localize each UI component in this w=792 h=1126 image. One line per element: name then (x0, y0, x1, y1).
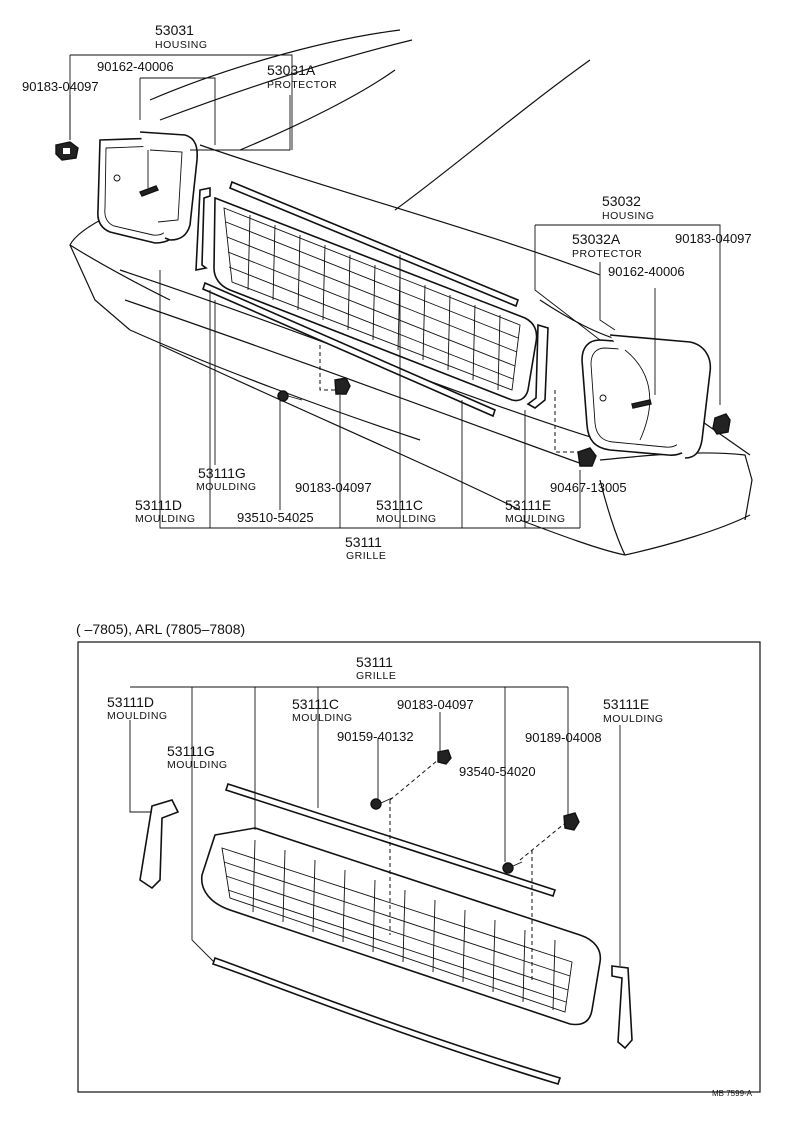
label-lower-grille-name: GRILLE (356, 670, 396, 682)
label-moulding-e-name: MOULDING (505, 513, 566, 525)
label-lower-grille-pn: 53111 (356, 654, 393, 670)
screw-icon (370, 797, 393, 810)
label-lower-moulding-d-pn: 53111D (107, 694, 154, 710)
label-housing-right-name: HOUSING (602, 210, 655, 222)
label-housing-left-name: HOUSING (155, 39, 208, 51)
nut-clip-icon (334, 377, 351, 395)
moulding-side-right-lower (611, 965, 633, 1050)
label-moulding-d-pn: 53111D (135, 497, 182, 513)
headlamp-housing-left (97, 131, 199, 244)
moulding-strip-top-lower (224, 782, 557, 898)
label-lower-moulding-e-name: MOULDING (603, 713, 664, 725)
leader-lines-lower (129, 686, 621, 980)
label-lower-moulding-e-pn: 53111E (603, 696, 649, 712)
label-lower-moulding-g-pn: 53111G (167, 743, 215, 759)
label-grille-pn: 53111 (345, 534, 382, 550)
moulding-strip-top (229, 180, 519, 308)
leader-lines-upper (69, 54, 721, 529)
label-housing-right-pn: 53032 (602, 193, 641, 209)
nut-clip-icon (55, 141, 79, 161)
label-lower-screw1-pn: 90159-40132 (337, 729, 414, 744)
label-nut-left-pn: 90183-04097 (22, 79, 99, 94)
nut-clip-icon (437, 749, 452, 765)
moulding-side-left (195, 187, 211, 271)
label-lower-moulding-c-name: MOULDING (292, 712, 353, 724)
label-lower-nut2-pn: 90189-04008 (525, 730, 602, 745)
label-grille-name: GRILLE (346, 550, 386, 562)
label-lower-moulding-c-pn: 53111C (292, 696, 339, 712)
moulding-strip-bottom-lower (211, 956, 562, 1085)
label-lower-screw2-pn: 93540-54020 (459, 764, 536, 779)
lower-section-caption: ( –7805), ARL (7805–7808) (76, 621, 245, 637)
nut-clip-icon (563, 812, 580, 831)
moulding-side-right (526, 323, 549, 409)
label-housing-left-pn: 53031 (155, 22, 194, 38)
label-protector-left-pn: 53031A (267, 62, 316, 78)
moulding-side-left-lower (139, 799, 180, 890)
label-nut-center-pn: 90183-04097 (295, 480, 372, 495)
label-lower-moulding-g-name: MOULDING (167, 759, 228, 771)
screw-icon (139, 150, 159, 197)
screw-icon (502, 861, 523, 874)
label-lower-moulding-d-name: MOULDING (107, 710, 168, 722)
label-moulding-g-name: MOULDING (196, 481, 257, 493)
label-lower-nut-pn: 90183-04097 (397, 697, 474, 712)
headlamp-housing-right (581, 334, 712, 459)
label-protector-right-pn: 53032A (572, 231, 621, 247)
label-moulding-d-name: MOULDING (135, 513, 196, 525)
label-moulding-c-pn: 53111C (376, 497, 423, 513)
lower-section-frame (77, 641, 761, 1093)
nut-clip-icon (712, 413, 731, 435)
label-moulding-e-pn: 53111E (505, 497, 551, 513)
label-screw-right-pn: 90162-40006 (608, 264, 685, 279)
label-clip-pn: 90467-13005 (550, 480, 627, 495)
label-moulding-c-name: MOULDING (376, 513, 437, 525)
radiator-grille-lower (201, 827, 602, 1026)
radiator-grille-upper (213, 196, 538, 402)
screw-icon (631, 399, 652, 409)
label-moulding-g-pn: 53111G (198, 465, 246, 481)
screw-icon (277, 390, 303, 402)
moulding-strip-bottom (202, 281, 496, 418)
label-protector-right-name: PROTECTOR (572, 248, 642, 260)
label-nut-right-pn: 90183-04097 (675, 231, 752, 246)
label-screw-center-pn: 93510-54025 (237, 510, 314, 525)
label-protector-left-name: PROTECTOR (267, 79, 337, 91)
clip-icon (577, 447, 597, 467)
label-screw-left-pn: 90162-40006 (97, 59, 174, 74)
reference-code: MB 7599-A (712, 1089, 753, 1098)
